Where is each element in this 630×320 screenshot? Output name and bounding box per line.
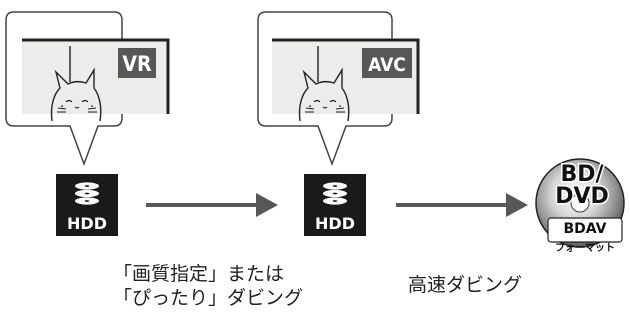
format-badge: [118, 48, 156, 78]
screen-frame: [22, 38, 170, 114]
screen-frame: [272, 38, 420, 114]
hdd-label-right: HDD: [315, 214, 355, 233]
caption-left-line1: 「画質指定」または: [113, 263, 285, 285]
disc-title-line2: DVD: [555, 184, 609, 209]
bdav-label-box: [547, 217, 623, 243]
bd-dvd-disc: [535, 158, 625, 248]
caption-left-line2: 「ぴったり」ダビング: [113, 287, 304, 309]
callout-left: [5, 11, 170, 167]
disc-title-line1: BD/: [560, 162, 604, 187]
disc-format: BDAV: [563, 221, 606, 237]
disc-format-sub: フォーマット: [555, 242, 615, 254]
hdd-label-left: HDD: [67, 214, 107, 233]
arrow-right: [396, 193, 528, 217]
callout-right: [257, 11, 420, 167]
format-badge: [362, 48, 412, 78]
arrow-left: [146, 193, 278, 217]
badge-avc-text: AVC: [368, 54, 406, 76]
caption-right: 高速ダビング: [408, 274, 523, 296]
badge-vr-text: VR: [122, 52, 152, 76]
